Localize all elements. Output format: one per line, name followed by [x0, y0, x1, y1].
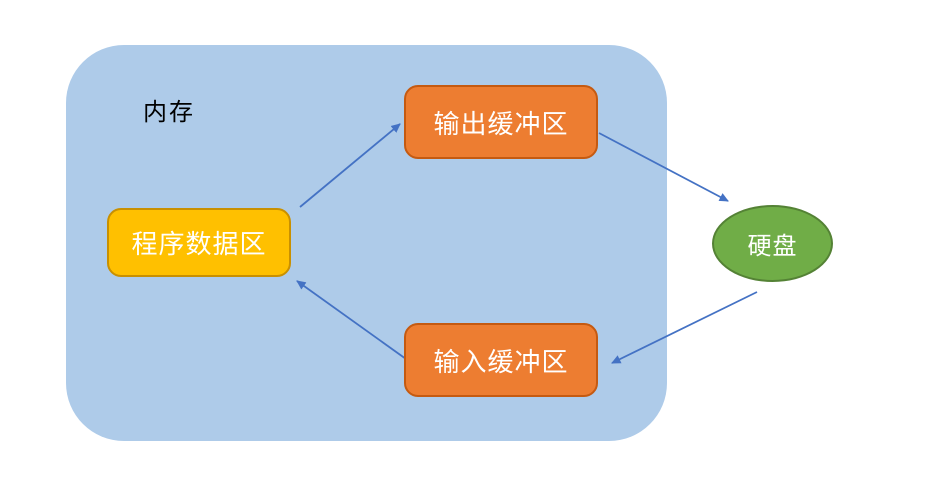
node-program-data-label: 程序数据区 — [131, 230, 267, 260]
node-input-buffer: 输入缓冲区 — [404, 323, 598, 397]
node-program-data: 程序数据区 — [107, 208, 291, 277]
node-disk-label: 硬盘 — [747, 232, 798, 260]
node-disk: 硬盘 — [712, 205, 833, 282]
node-output-buffer-label: 输出缓冲区 — [433, 109, 569, 140]
node-input-buffer-label: 输入缓冲区 — [433, 347, 569, 378]
node-output-buffer: 输出缓冲区 — [404, 85, 598, 159]
memory-label: 内存 — [143, 98, 195, 126]
